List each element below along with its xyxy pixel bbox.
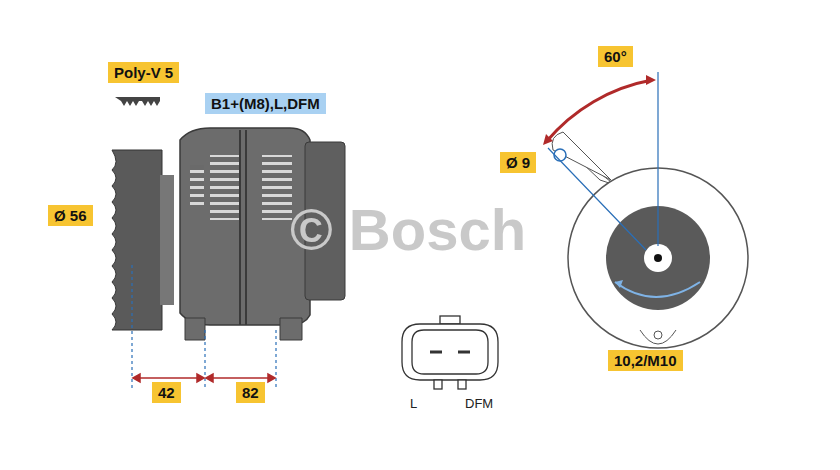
connector-plug [402,316,498,389]
tag-text: Ø 9 [506,154,530,171]
angle-tag: 60° [598,46,633,67]
tag-text: B1+(M8),L,DFM [211,95,320,112]
label-tag: Poly-V 5 [108,62,179,83]
poly-v-icon [115,97,160,106]
tag-text: 82 [242,384,259,401]
connection-tag: B1+(M8),L,DFM [205,93,326,114]
pin-label: DFM [465,396,493,411]
dimension-tag: 10,2/M10 [608,350,683,371]
mounting-foot [185,318,302,340]
dimension-tag: 82 [236,382,265,403]
cooling-fins [210,155,240,220]
shaft-collar [160,175,174,305]
tag-text: 60° [604,48,627,65]
dimension-tag: Ø 9 [500,152,536,173]
extension-line [132,265,276,388]
cooling-fins [190,165,204,205]
pulley [112,150,162,330]
dimension-arrow [133,374,275,382]
pin-label: L [410,396,417,411]
tag-text: Poly-V 5 [114,64,173,81]
tag-text: 42 [158,384,175,401]
watermark: © Bosch [290,196,526,263]
dimension-tag: 42 [152,382,181,403]
cooling-fins [262,155,292,220]
alternator-end-view [543,72,748,348]
tag-text: Ø 56 [54,207,87,224]
dimension-tag: Ø 56 [48,205,93,226]
tag-text: 10,2/M10 [614,352,677,369]
